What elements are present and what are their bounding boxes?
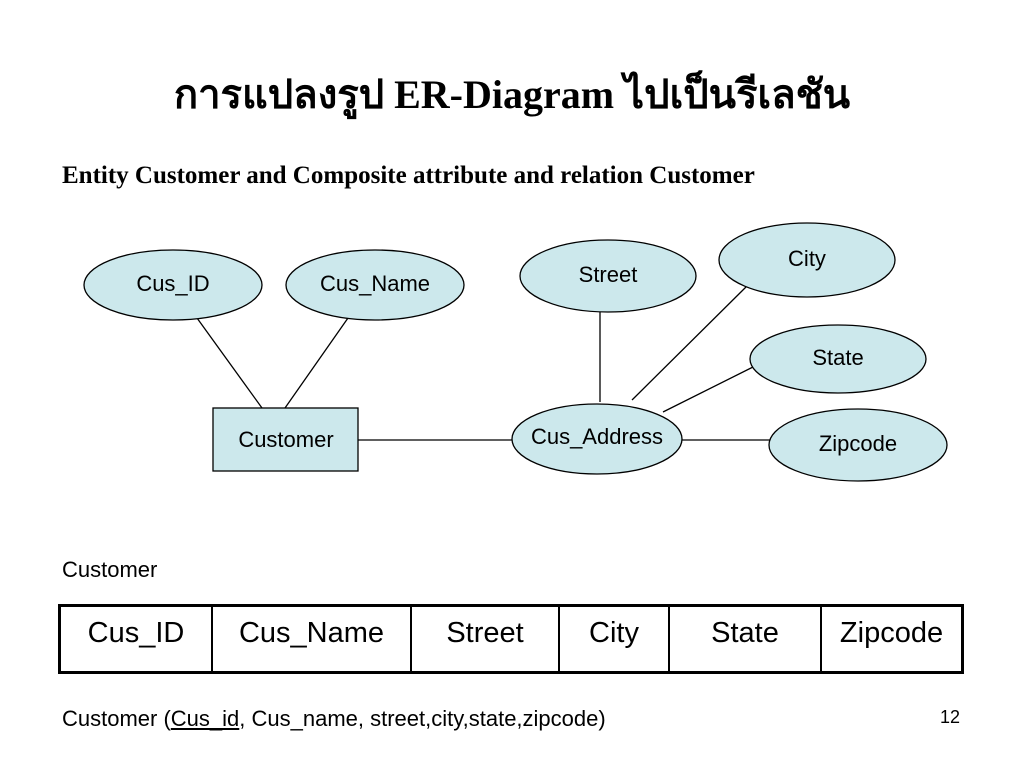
attr-cus-address [511, 403, 683, 475]
line-cusname-customer [284, 317, 349, 409]
line-address-city [631, 284, 749, 401]
relation-name: Customer [62, 557, 158, 582]
attr-city-label: City [788, 246, 826, 271]
attr-cus-id [83, 249, 263, 321]
attr-cus-name [285, 249, 465, 321]
column-zipcode: Zipcode [820, 604, 964, 674]
relation-header-row: Cus_ID Cus_Name Street City State Zipcod… [58, 604, 964, 674]
entity-customer-label: Customer [238, 427, 333, 452]
schema-prefix: Customer ( [62, 706, 171, 731]
schema-primary-key: Cus_id [170, 706, 240, 731]
line-cusid-customer [196, 317, 263, 409]
attr-zipcode-label: Zipcode [819, 431, 897, 456]
slide-subtitle: Entity Customer and Composite attribute … [62, 162, 755, 189]
line-address-state [662, 364, 758, 413]
column-street: Street [410, 604, 560, 674]
attr-city [718, 222, 896, 298]
attr-cus-id-label: Cus_ID [136, 271, 209, 296]
entity-customer [212, 407, 359, 472]
connector-lines [196, 284, 773, 441]
attr-state-label: State [812, 345, 863, 370]
relation-schema: Customer (Cus_id, Cus_name, street,city,… [62, 706, 606, 732]
page-number: 12 [940, 707, 961, 727]
column-cus-id: Cus_ID [58, 604, 213, 674]
relation-table: Cus_ID Cus_Name Street City State Zipcod… [58, 604, 964, 674]
column-state: State [668, 604, 822, 674]
slide-title: การแปลงรูป ER-Diagram ไปเป็นรีเลชัน [173, 72, 851, 117]
attr-street [519, 239, 697, 313]
attr-street-label: Street [579, 262, 638, 287]
attr-state [749, 324, 927, 394]
schema-rest: , Cus_name, street,city,state,zipcode) [239, 706, 606, 731]
attr-cus-address-label: Cus_Address [531, 424, 663, 449]
column-city: City [558, 604, 670, 674]
attr-cus-name-label: Cus_Name [320, 271, 430, 296]
column-cus-name: Cus_Name [211, 604, 412, 674]
attr-zipcode [768, 408, 948, 482]
